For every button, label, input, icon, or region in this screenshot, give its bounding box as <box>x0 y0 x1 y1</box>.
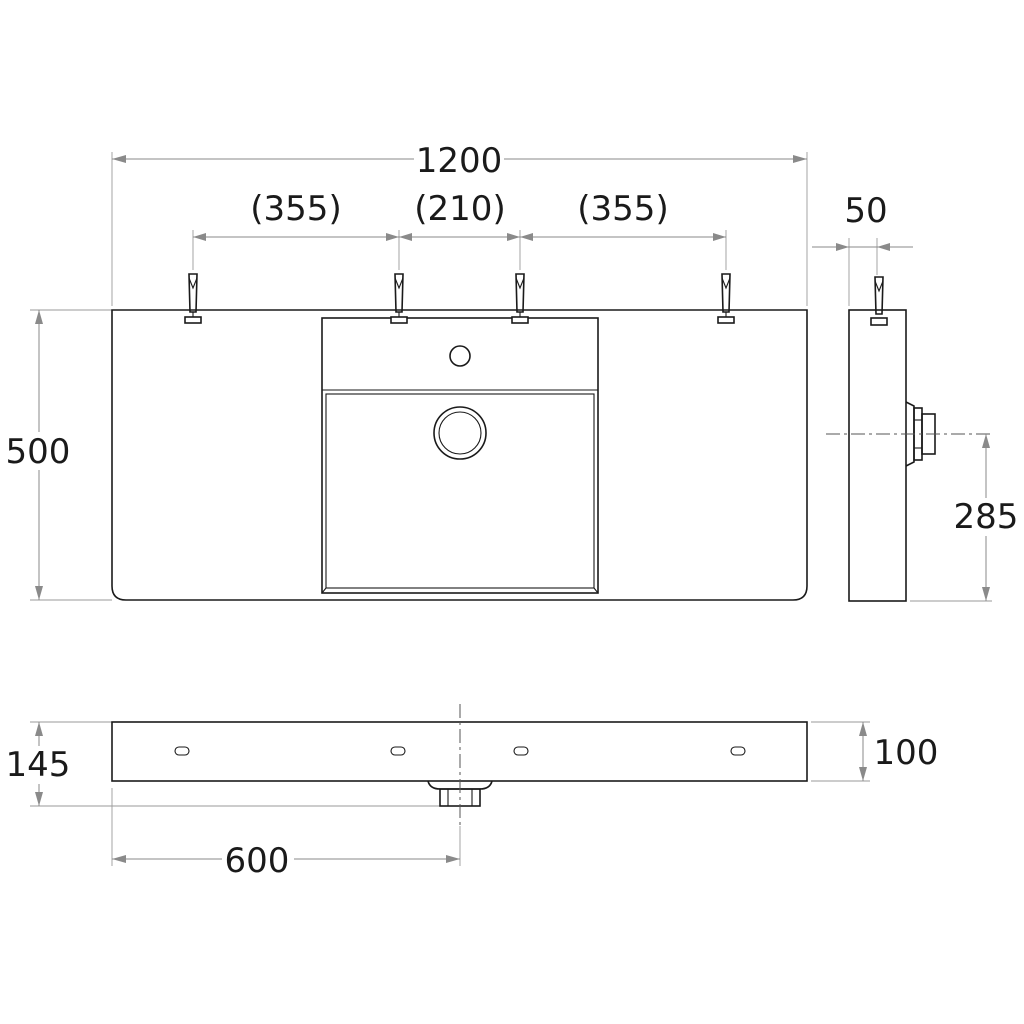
countertop-outline <box>111 309 808 601</box>
overflow-hole <box>449 345 471 367</box>
tap-hole-2 <box>390 746 406 756</box>
tap-1 <box>184 273 202 324</box>
dim-tap-spacing-left: (355) <box>250 189 341 229</box>
dim-tap-spacing-right: (355) <box>577 189 668 229</box>
side-body <box>848 309 907 602</box>
dim-tap-spacing-middle: (210) <box>414 189 505 229</box>
tap-hole-4 <box>730 746 746 756</box>
dim-overall-width: 1200 <box>416 141 503 181</box>
dim-side-thickness: 50 <box>844 191 887 231</box>
tap-hole-1 <box>174 746 190 756</box>
basin-outline <box>321 317 599 594</box>
tap-3 <box>511 273 529 324</box>
side-tap <box>870 276 888 326</box>
front-view <box>30 704 870 866</box>
dim-drain-height: 285 <box>954 497 1019 537</box>
top-view <box>30 152 808 601</box>
drain-inner <box>438 411 482 455</box>
dim-total-height: 145 <box>6 745 71 785</box>
drain-outer <box>433 406 487 460</box>
tap-hole-3 <box>513 746 529 756</box>
tap-4 <box>717 273 735 324</box>
tap-2 <box>390 273 408 324</box>
dim-overall-depth: 500 <box>6 432 71 472</box>
dim-drain-offset: 600 <box>225 841 290 881</box>
dim-slab-height: 100 <box>874 733 939 773</box>
dimension-labels: 1200 (355) (210) (355) 50 500 285 145 10… <box>4 140 1020 881</box>
basin-bowl <box>325 393 595 589</box>
side-view <box>812 238 992 602</box>
